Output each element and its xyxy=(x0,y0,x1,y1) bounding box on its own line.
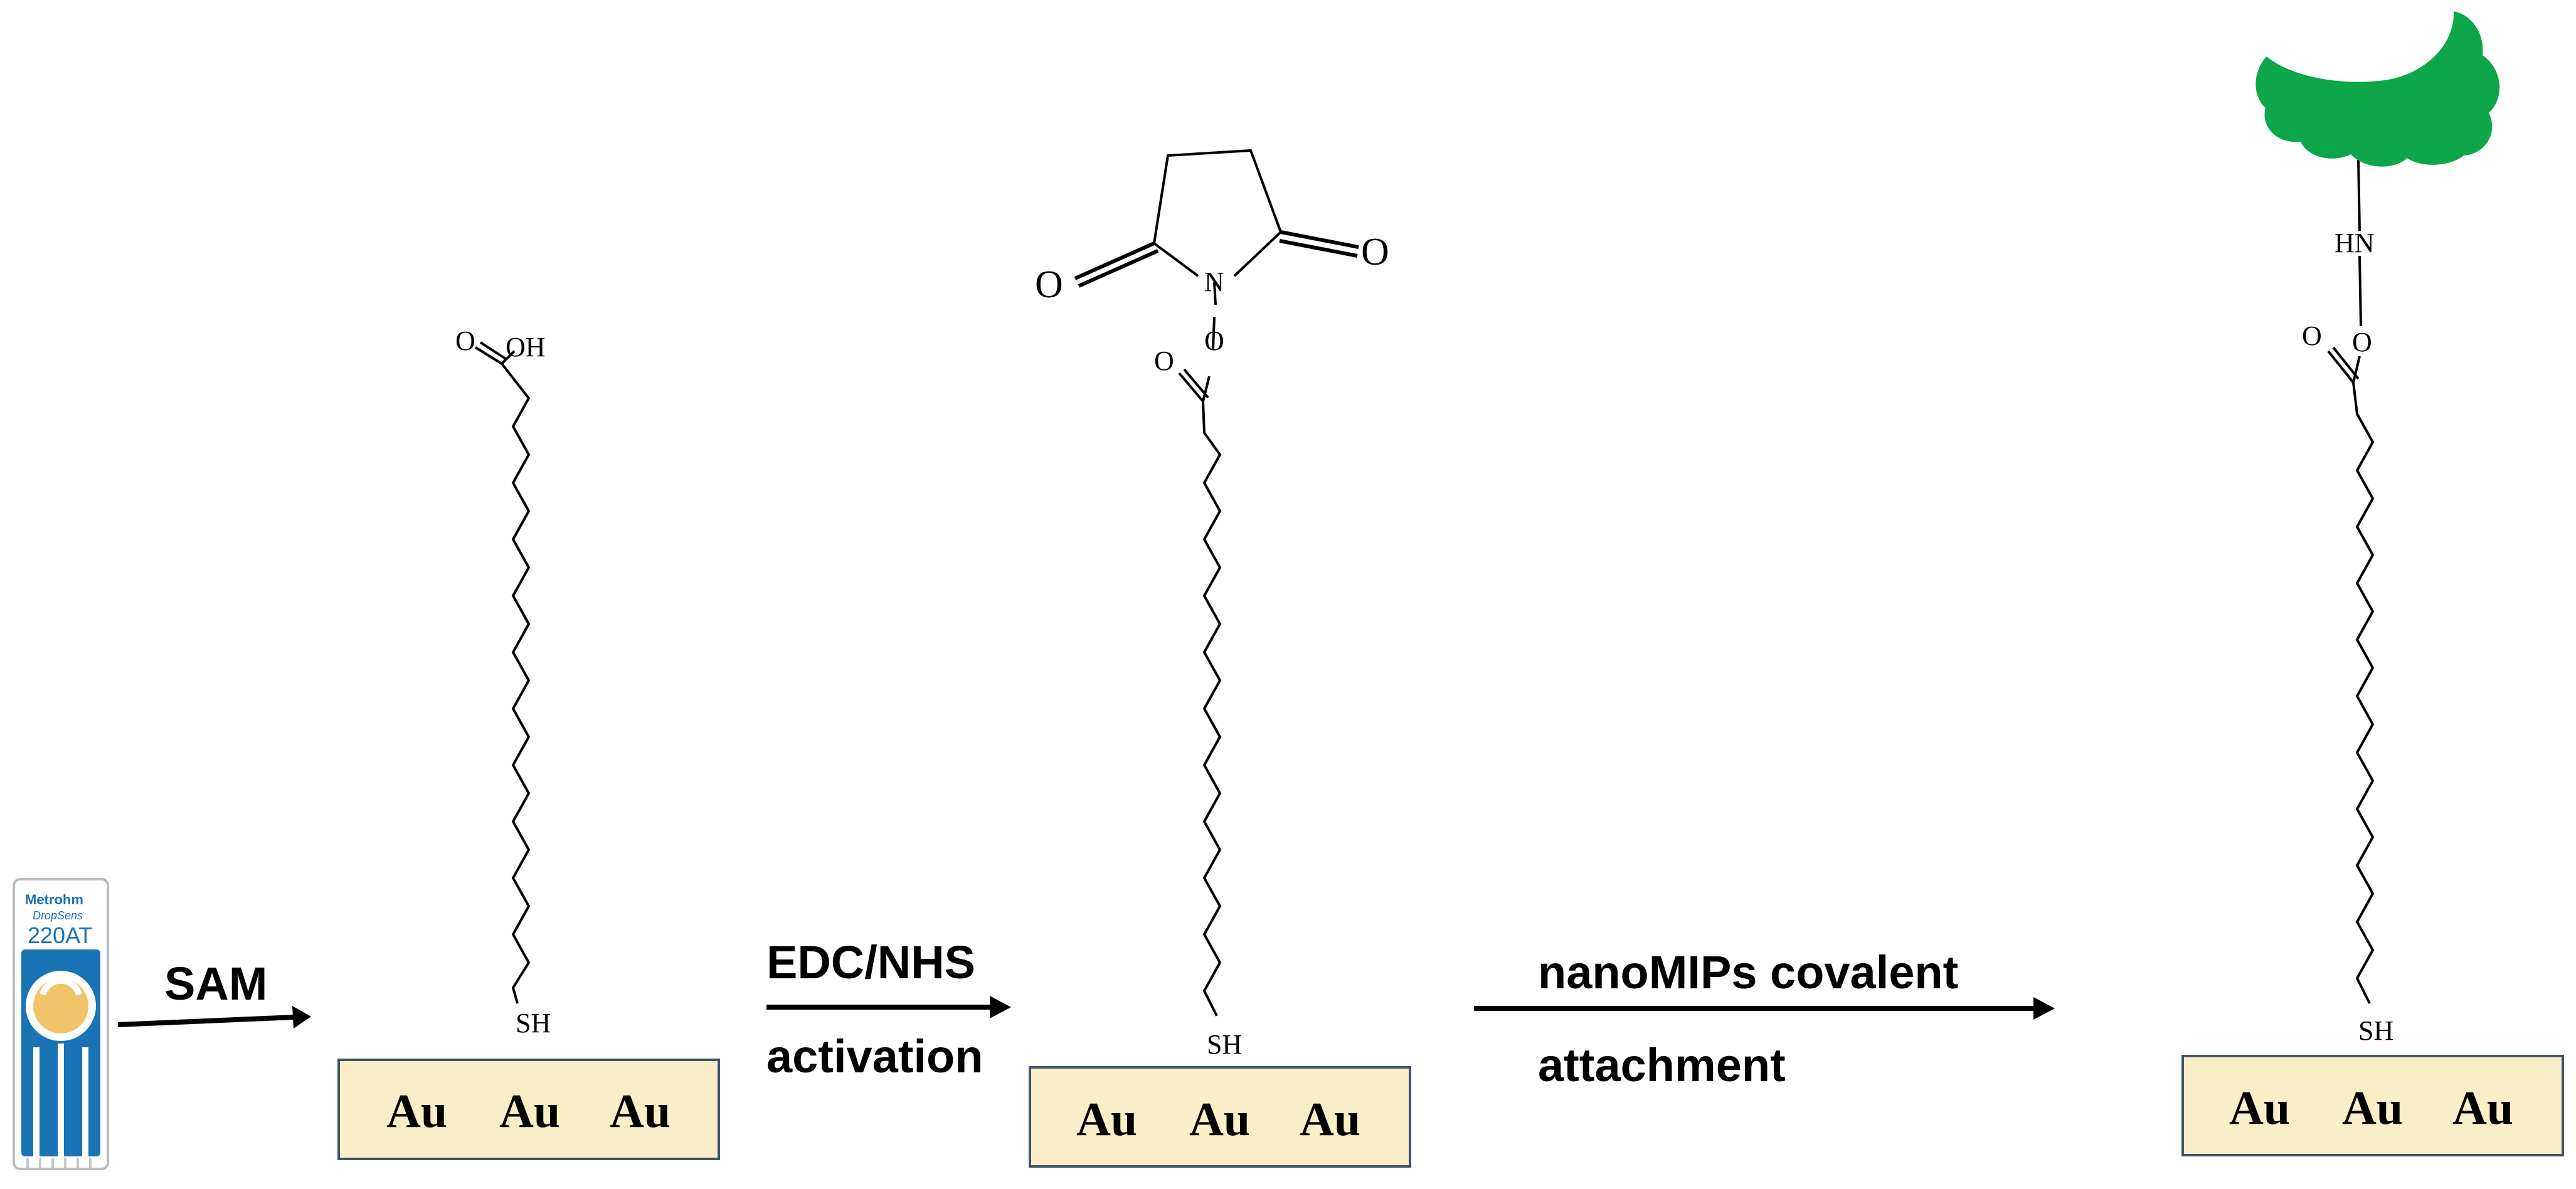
alkyl-chain xyxy=(501,362,531,1004)
step-label-sam: SAM xyxy=(164,958,267,1010)
step-label-edc-nhs: EDC/NHS xyxy=(766,936,975,988)
step-arrow-edc-nhs: EDC/NHS activation xyxy=(766,936,1011,1082)
screen-printed-electrode-icon: Metrohm DropSens 220AT xyxy=(13,878,109,1170)
gold-substrate-3: Au Au Au xyxy=(2181,1055,2564,1156)
gold-substrate-1: Au Au Au xyxy=(337,1059,720,1160)
nanomip-cloud-icon xyxy=(2255,11,2500,167)
step-label-nanomips-covalent: nanoMIPs covalent xyxy=(1538,946,1958,998)
molecule-nhs-ester: SH O O N O O xyxy=(1035,149,1389,1060)
au-atom: Au xyxy=(1189,1093,1250,1146)
step-label-activation: activation xyxy=(766,1030,983,1082)
au-atom: Au xyxy=(2229,1082,2290,1134)
au-atom: Au xyxy=(499,1085,560,1138)
thiol-label: SH xyxy=(2358,1015,2393,1046)
ring-oxygen-left-label: O xyxy=(1035,263,1063,306)
carbonyl-oxygen-label: O xyxy=(2302,320,2322,351)
au-atom: Au xyxy=(2342,1082,2403,1134)
thiol-label: SH xyxy=(1207,1029,1242,1060)
molecule-thiol-acid: SH O OH xyxy=(455,325,551,1038)
molecule-nanomip-conjugate: SH O O HN xyxy=(2255,11,2500,1046)
carbonyl-oxygen-label: O xyxy=(455,325,475,356)
ring-nitrogen-label: N xyxy=(1204,267,1224,297)
electrode-brand-line-1: Metrohm xyxy=(25,892,83,907)
amine-label: HN xyxy=(2335,228,2375,258)
au-atom: Au xyxy=(2452,1082,2513,1134)
electrode-model-label: 220AT xyxy=(28,922,92,948)
ester-oxygen-label: O xyxy=(2352,327,2372,357)
au-atom: Au xyxy=(1076,1093,1137,1146)
alkyl-chain xyxy=(2352,382,2375,1004)
au-atom: Au xyxy=(386,1085,447,1138)
au-atom: Au xyxy=(1300,1093,1360,1146)
step-arrow-sam: SAM xyxy=(117,958,311,1028)
step-label-attachment: attachment xyxy=(1538,1039,1786,1091)
ring-oxygen-right-label: O xyxy=(1361,231,1389,273)
electrode-brand-line-2: DropSens xyxy=(33,909,83,922)
alkyl-chain xyxy=(1202,401,1222,1017)
hydroxyl-label: OH xyxy=(506,332,546,362)
gold-substrate-2: Au Au Au xyxy=(1029,1066,1411,1168)
carbonyl-oxygen-label: O xyxy=(1154,346,1174,376)
ester-oxygen-label: O xyxy=(1204,325,1224,356)
succinimide-ring xyxy=(1152,149,1283,277)
au-atom: Au xyxy=(610,1085,671,1138)
electrode-working-disc xyxy=(33,978,88,1033)
thiol-label: SH xyxy=(516,1008,551,1038)
step-arrow-nanomip-attachment: nanoMIPs covalent attachment xyxy=(1474,946,2055,1091)
